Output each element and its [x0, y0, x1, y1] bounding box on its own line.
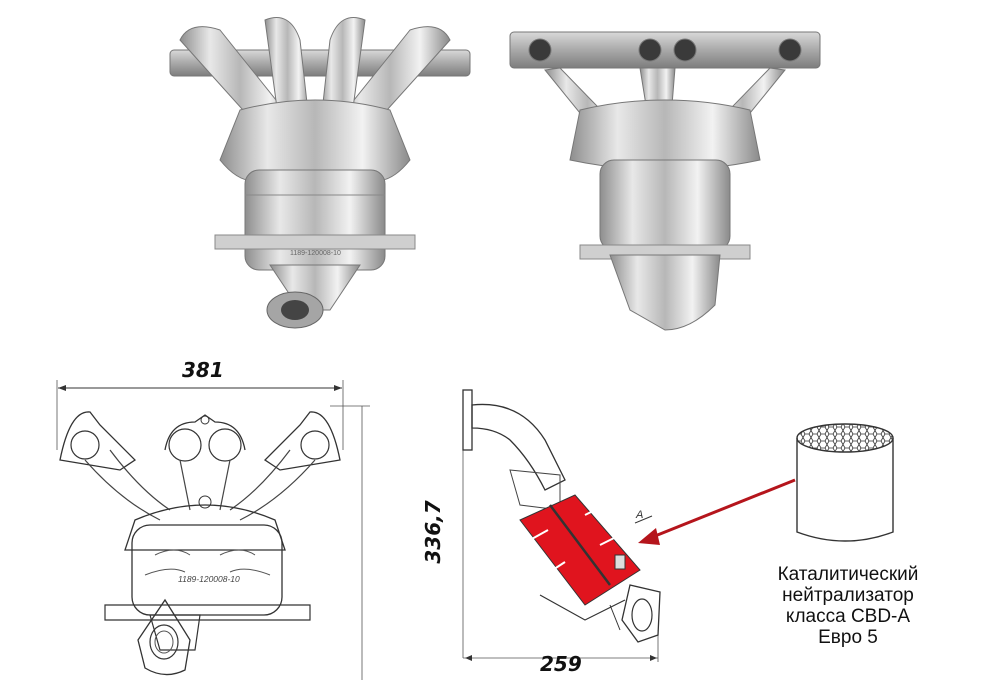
- caption-line-3: класса CBD-A: [785, 606, 911, 627]
- dimension-height-336-7: 336,7: [421, 500, 445, 564]
- drawing-part-number: 1189-120008-10: [178, 574, 240, 584]
- section-marker-a: A: [635, 509, 643, 521]
- drawing-front-view: 1189-120008-10 381: [40, 350, 380, 690]
- drawing-side-view: A 336,7 259: [410, 380, 690, 690]
- caption-line-2: нейтрализатор: [782, 585, 914, 606]
- dimension-width-381: 381: [182, 358, 224, 382]
- manifold-front-photo-icon: 1189-120008-10: [169, 17, 471, 329]
- manifold-front-drawing-icon: 1189-120008-10: [56, 380, 370, 680]
- photo-stamp: 1189-120008-10: [290, 250, 341, 257]
- honeycomb-cylinder-icon: [796, 423, 894, 542]
- photo-front-view: 1189-120008-10: [150, 10, 480, 330]
- catalyst-core-illustration: [795, 420, 905, 550]
- manifold-side-drawing-icon: A: [462, 389, 661, 662]
- caption-line-4: Евро 5: [818, 627, 878, 648]
- manifold-rear-photo-icon: [509, 31, 821, 331]
- caption-line-1: Каталитический: [777, 564, 919, 585]
- catalyst-highlight: [519, 494, 641, 606]
- dimension-width-259: 259: [540, 652, 582, 676]
- catalyst-caption: Каталитический нейтрализатор класса CBD-…: [748, 564, 948, 648]
- photo-rear-view: [500, 10, 830, 331]
